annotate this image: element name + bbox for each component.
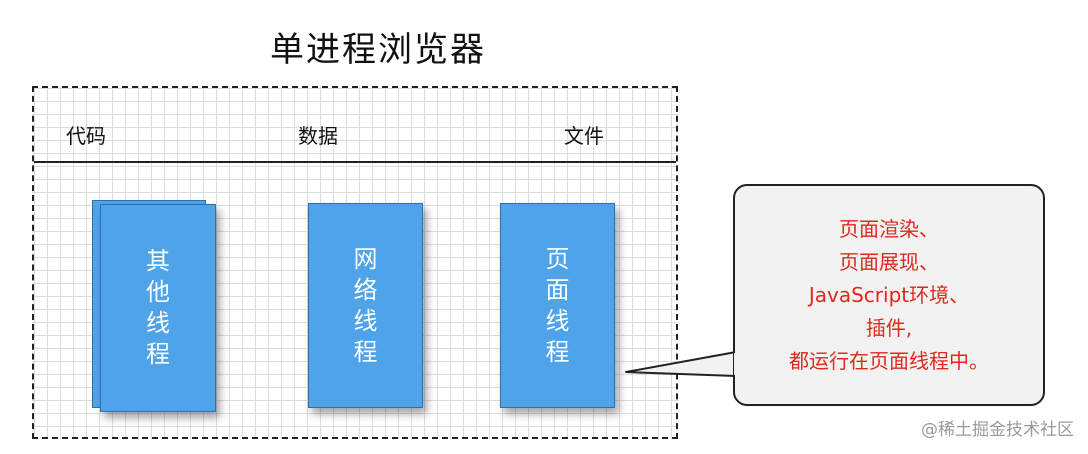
page-thread-box: 页面线程: [500, 203, 615, 408]
watermark: @稀土掘金技术社区: [921, 420, 1074, 440]
callout-bubble: 页面渲染、 页面展现、 JavaScript环境、 插件, 都运行在页面线程中。: [733, 184, 1045, 406]
diagram-title: 单进程浏览器: [270, 30, 486, 70]
other-thread-label: 其他线程: [146, 247, 170, 368]
resource-divider: [34, 161, 676, 163]
resource-code-label: 代码: [66, 124, 106, 148]
callout-line: 页面渲染、: [839, 216, 939, 241]
callout-line: 插件,: [865, 315, 913, 340]
callout-line: 都运行在页面线程中。: [789, 348, 989, 373]
callout-line: 页面展现、: [839, 249, 939, 274]
resource-file-label: 文件: [564, 124, 604, 148]
other-thread-box: 其他线程: [100, 204, 216, 412]
resource-data-label: 数据: [298, 124, 338, 148]
page-thread-label: 页面线程: [545, 244, 570, 366]
callout-line: JavaScript环境、: [808, 282, 970, 307]
network-thread-box: 网络线程: [308, 203, 423, 408]
network-thread-label: 网络线程: [353, 244, 378, 366]
